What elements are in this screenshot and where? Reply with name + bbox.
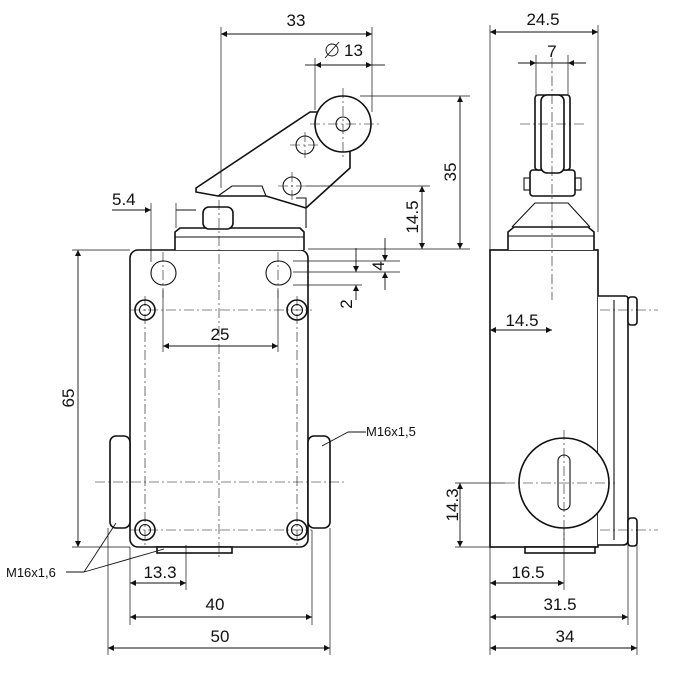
- dim-total-depth-top: 24.5: [526, 10, 559, 29]
- dim-slot-spacing: 25: [211, 325, 230, 344]
- side-dimensions: 24.5 7 14.5 14.3 16.5 31.5 34: [443, 10, 638, 655]
- thread-note-right: M16x1,5: [366, 424, 416, 439]
- dim-entry-offset: 16.5: [511, 563, 544, 582]
- dim-plunger-offset: 14.5: [403, 200, 422, 233]
- side-bottom-foot: [524, 546, 596, 554]
- side-fork: [529, 169, 576, 197]
- dim-mount-depth: 31.5: [543, 595, 576, 614]
- head-block: [174, 227, 305, 250]
- dim-body-width: 50: [211, 627, 230, 646]
- dim-total-depth: 34: [556, 627, 575, 646]
- thread-note-left: M16x1,6: [6, 565, 56, 580]
- dim-roller-width: 7: [547, 42, 556, 61]
- dim-lever-width: 33: [287, 11, 306, 30]
- side-screw-bottom: [627, 517, 638, 547]
- front-dimensions: 33 13 35 14.5 5.4 4: [6, 11, 470, 655]
- dim-screw-offset: 13.3: [143, 563, 176, 582]
- diameter-icon: [324, 41, 340, 59]
- front-view: [109, 95, 372, 554]
- dim-roller-height: 35: [441, 163, 460, 182]
- dim-mount-spacing: 40: [206, 595, 225, 614]
- dim-roller-diameter: 13: [344, 41, 363, 60]
- dim-plunger-gap: 5.4: [112, 190, 136, 209]
- side-centerlines: [505, 58, 658, 540]
- plunger: [202, 206, 234, 230]
- side-head: [507, 226, 595, 250]
- dim-body-height: 65: [59, 389, 78, 408]
- dim-slot-offset: 2: [337, 299, 356, 308]
- dim-slot-height: 4: [369, 261, 388, 270]
- slot-left: [150, 260, 177, 286]
- bottom-foot: [156, 546, 233, 554]
- dim-entry-height: 14.3: [443, 488, 462, 521]
- side-screw-top: [627, 296, 638, 326]
- side-roller: [540, 94, 565, 174]
- slot-right: [265, 260, 292, 286]
- dim-head-offset: 14.5: [505, 311, 538, 330]
